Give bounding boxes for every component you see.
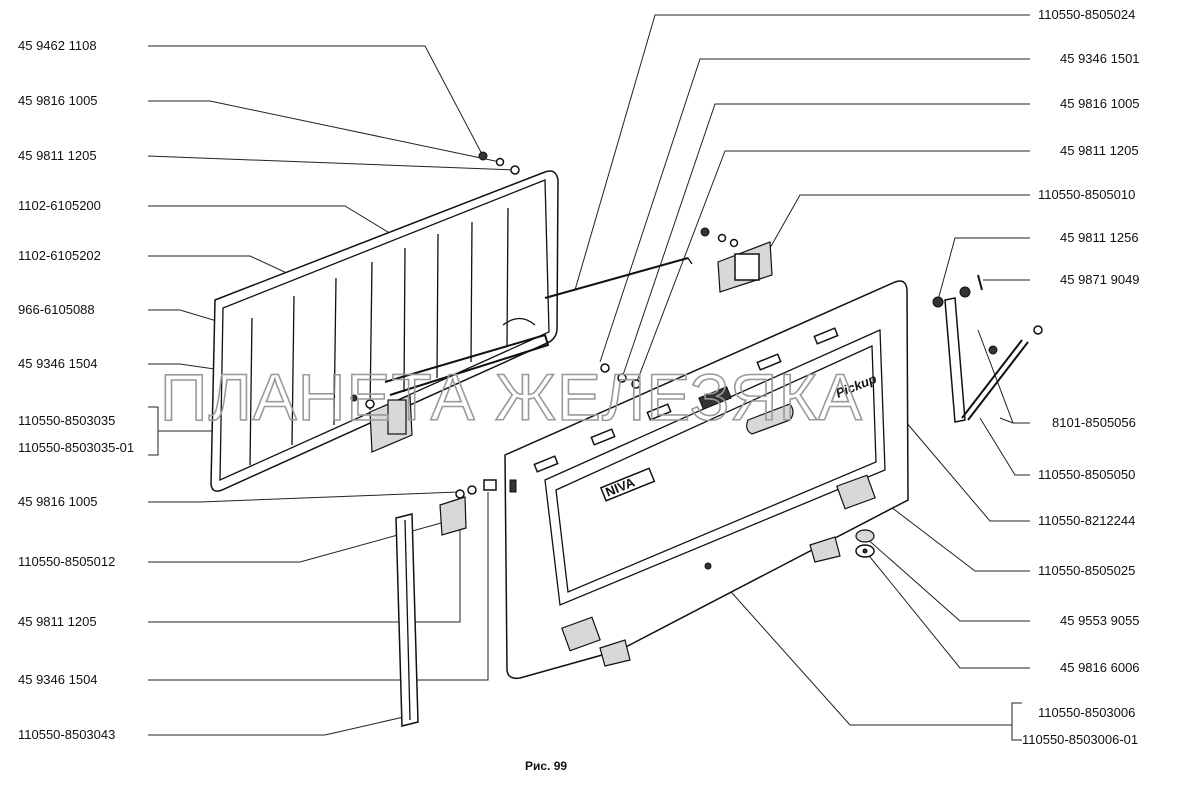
panel-frame-inner: [219, 179, 550, 482]
leader-r8b: [999, 417, 1014, 424]
leader-lines-left: [147, 45, 516, 736]
label-966-6105088: 966-6105088: [18, 302, 95, 317]
label-8101-8505056: 8101-8505056: [1052, 415, 1136, 430]
leader-l9: [148, 491, 459, 503]
leader-r6: [937, 237, 1030, 301]
hinge-pad-left: [561, 616, 601, 652]
label-110550-8505010: 110550-8505010: [1038, 187, 1135, 202]
label-45-9346-1501: 45 9346 1501: [1060, 51, 1140, 66]
label-110550-8503006-01: 110550-8503006-01: [1022, 732, 1138, 747]
leader-r4: [635, 150, 1030, 385]
label-1102-6105200: 1102-6105200: [18, 198, 101, 213]
leader-l12: [148, 492, 489, 681]
label-45-9553-9055: 45 9553 9055: [1060, 613, 1140, 628]
label-45-9811-1205-c: 45 9811 1205: [1060, 143, 1139, 158]
leader-l11: [148, 502, 461, 623]
leader-l8-bracket: [148, 406, 159, 456]
leader-l1: [148, 45, 484, 157]
leader-l3: [147, 155, 516, 171]
leader-l2: [148, 100, 501, 163]
side-post: [395, 479, 497, 727]
label-110550-8505024: 110550-8505024: [1038, 7, 1135, 22]
latch-bolt: [350, 394, 358, 402]
latch-washer: [365, 399, 375, 409]
label-45-9811-1256: 45 9811 1256: [1060, 230, 1139, 245]
tailgate-window-inner: [555, 345, 877, 593]
handle-cover: [746, 403, 794, 435]
label-45-9462-1108: 45 9462 1108: [18, 38, 97, 53]
label-45-9816-1005-a: 45 9816 1005: [18, 93, 98, 108]
leader-r8a: [977, 329, 1030, 424]
figure-caption: Рис. 99: [525, 759, 567, 773]
label-45-9811-1205-b: 45 9811 1205: [18, 614, 97, 629]
leader-r10: [899, 414, 1030, 522]
labels-left: 45 9462 1108 45 9816 1005 45 9811 1205 1…: [18, 38, 134, 742]
upper-window-panel: [210, 151, 559, 492]
leader-l13: [148, 715, 409, 736]
label-110550-8212244: 110550-8212244: [1038, 513, 1135, 528]
label-110550-8505012: 110550-8505012: [18, 554, 115, 569]
label-45-9811-1205-a: 45 9811 1205: [18, 148, 97, 163]
rubber-buffers: [855, 529, 875, 558]
top-bolt: [478, 151, 488, 161]
panel-wire-clip: [502, 317, 536, 326]
tailgate-body: [504, 280, 909, 680]
panel-hinge-rail: [384, 334, 549, 396]
panel-latch-plate: [387, 399, 407, 435]
leader-lines-right: [574, 14, 1030, 741]
hinge-foot-right: [809, 536, 841, 563]
label-45-9816-1005-c: 45 9816 1005: [1060, 96, 1140, 111]
leader-r5: [769, 194, 1030, 249]
leader-r14-bracket: [1011, 702, 1022, 741]
label-45-9346-1504-b: 45 9346 1504: [18, 672, 98, 687]
label-45-9816-1005-b: 45 9816 1005: [18, 494, 98, 509]
label-110550-8503035: 110550-8503035: [18, 413, 115, 428]
label-45-9816-6006: 45 9816 6006: [1060, 660, 1140, 675]
tailgate-slots: [533, 327, 839, 473]
hinge-bracket-top: [700, 227, 773, 293]
label-110550-8505050: 110550-8505050: [1038, 467, 1135, 482]
leader-r13: [865, 551, 1030, 669]
top-washer: [495, 157, 505, 167]
label-1102-6105202: 1102-6105202: [18, 248, 101, 263]
leader-r2: [599, 58, 1030, 363]
label-110550-8503043: 110550-8503043: [18, 727, 115, 742]
hinge-pad-right: [836, 474, 876, 510]
support-rod: [544, 257, 693, 299]
watermark: ПЛАНЕТА ЖЕЛЕЗЯКА: [160, 360, 863, 434]
leader-r3: [621, 103, 1030, 379]
hinge-foot-left: [599, 639, 631, 667]
side-strut: [932, 274, 1043, 423]
leader-r1: [574, 14, 1030, 291]
leader-r14: [707, 565, 1012, 726]
label-110550-8505025: 110550-8505025: [1038, 563, 1135, 578]
top-nut: [510, 165, 520, 175]
label-110550-8503035-01: 110550-8503035-01: [18, 440, 134, 455]
leader-r12: [864, 536, 1030, 622]
label-110550-8503006: 110550-8503006: [1038, 705, 1135, 720]
tailgate-window-recess: [544, 329, 886, 606]
label-45-9346-1504-a: 45 9346 1504: [18, 356, 98, 371]
labels-right: 110550-8505024 45 9346 1501 45 9816 1005…: [1022, 7, 1140, 747]
tailgate: NIVA Pickup: [504, 280, 909, 680]
leader-r9: [979, 417, 1030, 476]
tailgate-handle-grille: [698, 386, 732, 410]
label-45-9871-9049: 45 9871 9049: [1060, 272, 1140, 287]
